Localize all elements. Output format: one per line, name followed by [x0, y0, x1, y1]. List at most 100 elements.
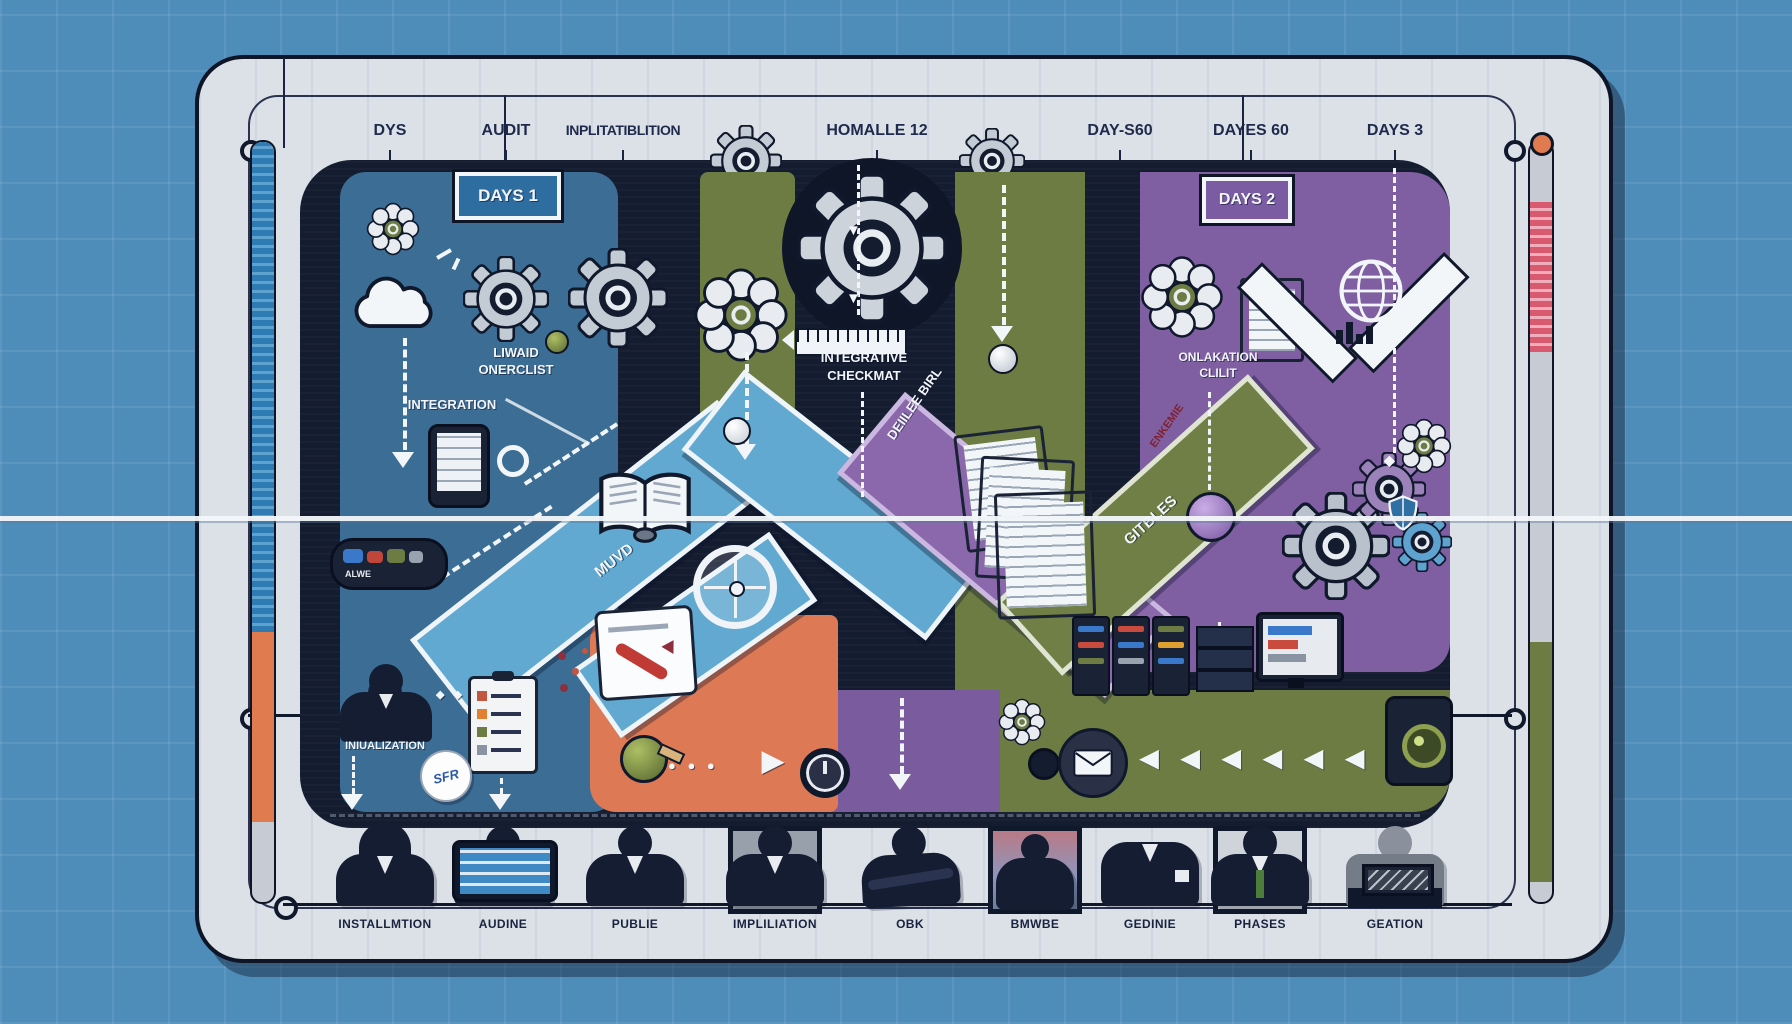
arrowhead-down — [734, 444, 756, 460]
flower-gear-cluster-icon — [693, 267, 789, 363]
board-dotted-edge — [330, 814, 1420, 817]
people-label-gedinie: GEDINIE — [1123, 917, 1177, 931]
dot-trail: ● ● ● — [668, 758, 719, 773]
arrow-glyph-right: ▶ — [762, 745, 784, 776]
arrow-glyph-down: ▼ — [846, 222, 861, 239]
inner-frame — [248, 95, 1516, 909]
initialization-figure — [336, 664, 436, 754]
envelope-circle-icon — [1058, 728, 1128, 798]
chip-gray-blob — [409, 551, 423, 563]
clipboard-bullet — [477, 745, 487, 755]
arrowhead-down — [889, 774, 911, 790]
ring-node — [497, 445, 529, 477]
leaf-dot — [1414, 736, 1424, 746]
monitor-stand — [1288, 678, 1304, 688]
top-label-days3: DAYS 3 — [1366, 122, 1424, 139]
laptop-screen — [1368, 870, 1428, 890]
rack-led — [1118, 642, 1144, 648]
laptop-icon — [1362, 864, 1434, 896]
people-label-implementation: IMPLILIATION — [733, 917, 817, 931]
top-label-module: HOMALLE 12 — [826, 122, 928, 139]
person-head — [1021, 834, 1049, 862]
open-book-icon — [593, 470, 697, 544]
top-label-day60: DAY-S60 — [1087, 122, 1153, 139]
ruler-pointer — [782, 330, 794, 350]
right-slider-olive-segment — [1530, 642, 1552, 882]
server-rack-icon — [1112, 616, 1150, 696]
red-marker-icon — [613, 641, 670, 682]
top-label-dayes60: DAYES 60 — [1213, 122, 1289, 139]
leaf-ring-icon — [1402, 724, 1446, 768]
people-label-obk: OBK — [896, 917, 924, 931]
arrowhead-down — [991, 326, 1013, 342]
dot-speckle — [560, 684, 568, 692]
purple-bottom-band — [830, 690, 1000, 812]
dashed-line-down — [861, 392, 864, 497]
clipboard-line — [491, 694, 521, 698]
left-slider[interactable] — [250, 140, 276, 904]
integration-label: INTEGRATION — [407, 397, 497, 412]
margin-tick — [283, 58, 285, 148]
arrowhead-down — [392, 452, 414, 468]
ruler-scale-icon — [795, 328, 907, 356]
dashed-arrow-down — [900, 698, 904, 774]
days2-box: DAYS 2 — [1199, 174, 1295, 226]
right-slider[interactable] — [1528, 140, 1554, 904]
arrowhead-down — [489, 794, 511, 810]
compass-dial-icon — [693, 545, 777, 629]
right-slider-red-segment — [1530, 202, 1552, 352]
figure-shirt — [379, 694, 393, 709]
day2-tick — [1242, 95, 1244, 180]
smartphone-icon — [428, 424, 490, 508]
integrative-label-line2: CHECKMAT — [827, 368, 901, 383]
days1-box: DAYS 1 — [452, 169, 564, 223]
margin-line-right — [1410, 714, 1512, 717]
arrowhead-down — [341, 794, 363, 810]
dashed-arrow-down — [403, 338, 407, 450]
server-stack-icon — [1196, 626, 1254, 692]
chart-bar — [1336, 330, 1343, 344]
arrow-glyph-down: ▼ — [846, 290, 861, 307]
diamond-trail: ◆ ◆ — [436, 689, 465, 701]
people-label-public: PUBLIE — [611, 917, 659, 931]
olive-ball — [545, 330, 569, 354]
rack-led — [1158, 642, 1184, 648]
chip-blue-blob — [343, 549, 363, 563]
top-label-dys: DYS — [373, 122, 407, 139]
large-gear-icon — [797, 173, 947, 323]
screen-bar-red — [1268, 640, 1298, 649]
smartphone-screen — [437, 433, 481, 491]
green-tie — [1256, 870, 1264, 898]
person-shirt — [377, 856, 393, 874]
flower-gear-icon — [366, 202, 420, 256]
flower-gear-icon — [1140, 255, 1224, 339]
top-label-implementation: INPLITATIBLITION — [565, 122, 681, 138]
compass-center — [729, 581, 745, 597]
days1-label: DAYS 1 — [478, 186, 538, 205]
left-slider-orange-segment — [252, 632, 274, 822]
people-label-audit: AUDINE — [478, 917, 528, 931]
person-bmwbe — [980, 826, 1090, 914]
dot-speckle — [558, 652, 566, 660]
diamond-endpoint: ◆ — [1384, 452, 1395, 468]
clipboard-bullet — [477, 727, 487, 737]
shield-icon — [1388, 494, 1418, 532]
people-label-installation: INSTALLMTION — [338, 917, 432, 931]
certificate-badge: SFR — [420, 750, 472, 802]
chart-bar — [1366, 326, 1373, 344]
days2-label: DAYS 2 — [1218, 191, 1276, 208]
chip-olive-blob — [387, 549, 405, 563]
person-implementation — [720, 826, 830, 914]
integrative-label-line1: INTEGRATIVE — [820, 350, 908, 365]
chip-red-blob — [367, 551, 383, 563]
target-module-box — [1385, 696, 1453, 786]
right-slider-cap — [1530, 132, 1554, 156]
dashed-arrow-down — [352, 756, 355, 794]
review-card-icon — [593, 604, 699, 702]
olive-sphere-icon — [620, 735, 668, 783]
liwaid-label-line1: LIWAID — [493, 345, 539, 360]
chart-bar — [1356, 334, 1363, 344]
onlakation-label-line2: CLILIT — [1199, 366, 1237, 380]
server-unit — [1196, 648, 1254, 670]
